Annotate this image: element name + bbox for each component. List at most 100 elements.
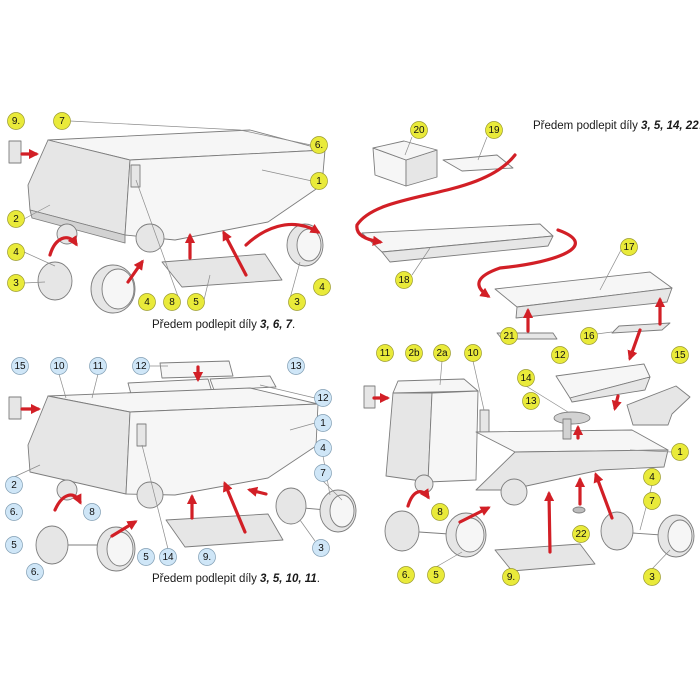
- badge-label: 8: [89, 507, 95, 518]
- part-badge-bottom-right-1: 2b: [405, 344, 423, 362]
- badge-label: 12: [317, 393, 329, 404]
- badge-circle: [395, 271, 413, 289]
- caption-prefix: Předem podlepit díly: [152, 573, 261, 585]
- caption-suffix: .: [699, 120, 700, 132]
- bl-body-front: [27, 395, 131, 495]
- badge-circle: [405, 344, 423, 362]
- badge-label: 6.: [31, 567, 39, 578]
- badge-circle: [310, 136, 328, 154]
- badge-circle: [314, 414, 332, 432]
- part-badge-top-left-0: 9.: [7, 112, 25, 130]
- part-badge-bottom-right-8: 1: [671, 443, 689, 461]
- badge-label: 3: [13, 278, 19, 289]
- badge-circle: [580, 327, 598, 345]
- part-badge-bottom-left-14: 5: [137, 548, 155, 566]
- part-badge-top-left-1: 7: [53, 112, 71, 130]
- part-badge-bottom-right-2: 2a: [433, 344, 451, 362]
- badge-circle: [310, 172, 328, 190]
- part-badge-bottom-right-9: 4: [643, 468, 661, 486]
- badge-circle: [464, 344, 482, 362]
- part-badge-bottom-right-7: 13: [522, 392, 540, 410]
- side-window-part: [130, 164, 141, 188]
- part-badge-bottom-left-16: 9.: [198, 548, 216, 566]
- wheel-large: [90, 264, 136, 314]
- part-badge-bottom-right-5: 15: [671, 346, 689, 364]
- part-badge-bottom-left-12: 5: [5, 536, 23, 554]
- part-badge-bottom-right-14: 22: [572, 525, 590, 543]
- part-badge-top-left-8: 8: [163, 293, 181, 311]
- part-20-top: [372, 140, 438, 161]
- badge-label: 1: [316, 176, 322, 187]
- part-badge-top-left-10: 3: [288, 293, 306, 311]
- badge-circle: [287, 357, 305, 375]
- badge-label: 20: [413, 125, 425, 136]
- badge-circle: [313, 278, 331, 296]
- badge-label: 3: [649, 572, 655, 583]
- badge-label: 4: [649, 472, 655, 483]
- badge-circle: [427, 566, 445, 584]
- bl-side-window: [136, 423, 147, 447]
- badge-label: 7: [649, 496, 655, 507]
- rear-wheel-arch: [135, 223, 165, 253]
- badge-label: 10: [467, 348, 479, 359]
- badge-label: 8: [437, 507, 443, 518]
- badge-circle: [620, 238, 638, 256]
- part-badge-top-right-3: 17: [620, 238, 638, 256]
- badge-circle: [163, 293, 181, 311]
- part-badge-top-right-5: 21: [500, 327, 518, 345]
- part-badge-bottom-right-16: 3: [643, 568, 661, 586]
- badge-circle: [26, 563, 44, 581]
- part-badge-bottom-right-12: 6.: [397, 566, 415, 584]
- caption-suffix: .: [316, 573, 320, 585]
- badge-label: 14: [520, 373, 532, 384]
- part-badge-top-left-11: 4: [313, 278, 331, 296]
- part-badge-top-left-7: 4: [138, 293, 156, 311]
- badge-circle: [159, 548, 177, 566]
- panel-bottom-right: [363, 363, 695, 572]
- part-badge-bottom-right-6: 14: [517, 369, 535, 387]
- truck-rear-arch: [500, 478, 528, 506]
- badge-circle: [198, 548, 216, 566]
- mirror-part: [8, 140, 22, 164]
- floor-part: [161, 253, 283, 288]
- badge-circle: [89, 357, 107, 375]
- badge-label: 4: [320, 443, 326, 454]
- caption-top-left: Předem podlepit díly 3, 6, 7.: [152, 319, 295, 331]
- part-badge-top-right-0: 20: [410, 121, 428, 139]
- part-badge-top-left-6: 3: [7, 274, 25, 292]
- cab-top: [392, 378, 479, 394]
- truck-axle-left: [384, 510, 487, 558]
- badge-label: 17: [623, 242, 635, 253]
- badge-circle: [485, 121, 503, 139]
- cab-front: [385, 392, 433, 483]
- badge-circle: [7, 274, 25, 292]
- part-badge-bottom-right-13: 5: [427, 566, 445, 584]
- badge-circle: [643, 568, 661, 586]
- caption-suffix: .: [292, 319, 296, 331]
- badge-circle: [397, 566, 415, 584]
- caption-bottom-left: Předem podlepit díly 3, 5, 10, 11.: [152, 573, 320, 585]
- bed-top: [475, 429, 669, 453]
- badge-label: 7: [320, 468, 326, 479]
- part-badge-top-left-5: 4: [7, 243, 25, 261]
- badge-label: 2: [11, 480, 17, 491]
- badge-circle: [431, 503, 449, 521]
- badge-circle: [5, 503, 23, 521]
- badge-label: 13: [525, 396, 537, 407]
- cab-side: [427, 390, 479, 483]
- badge-circle: [187, 293, 205, 311]
- badge-circle: [517, 369, 535, 387]
- badge-circle: [312, 539, 330, 557]
- part-badge-bottom-left-5: 12: [314, 389, 332, 407]
- badge-circle: [314, 389, 332, 407]
- truck-axle-right: [600, 511, 695, 558]
- part-badge-bottom-left-10: 6.: [5, 503, 23, 521]
- panel-top-right: [361, 140, 673, 340]
- badge-label: 19: [488, 125, 500, 136]
- badge-label: 4: [13, 247, 19, 258]
- badge-circle: [643, 492, 661, 510]
- badge-label: 5: [433, 570, 439, 581]
- part-badge-bottom-left-11: 8: [83, 503, 101, 521]
